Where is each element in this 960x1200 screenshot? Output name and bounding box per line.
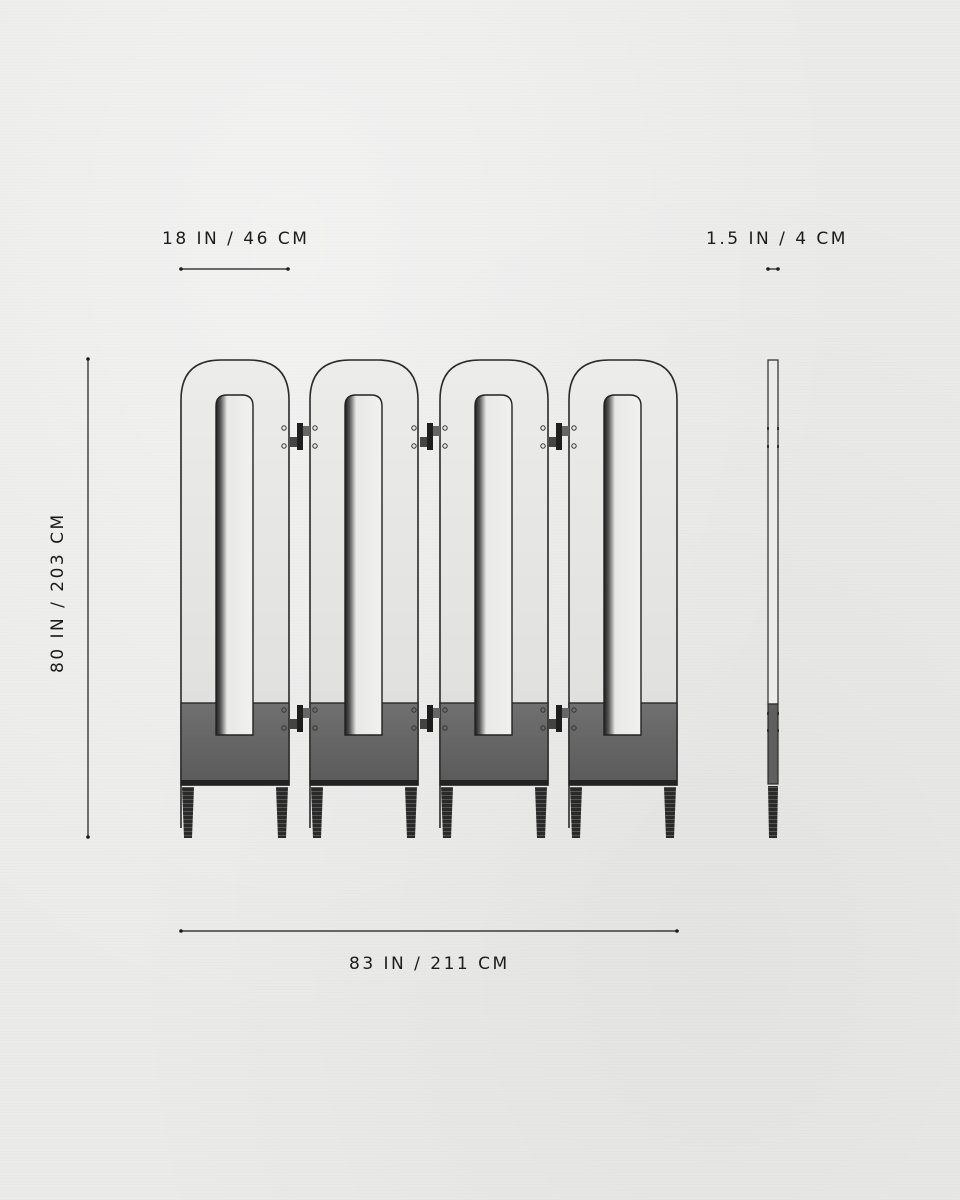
total-width-dimension-line <box>179 929 679 933</box>
screen-panel-3 <box>439 359 549 839</box>
panel-width-label: 18 IN / 46 CM <box>162 229 310 249</box>
screen-panel-1 <box>180 359 290 839</box>
screen-panel-2 <box>309 359 419 839</box>
height-dimension-line <box>86 357 90 839</box>
depth-dimension-line <box>766 267 780 271</box>
screen-panel-4 <box>568 359 678 839</box>
side-view <box>767 359 779 838</box>
total-width-label: 83 IN / 211 CM <box>349 954 510 974</box>
panel-width-dimension-line <box>179 267 290 271</box>
depth-label: 1.5 IN / 4 CM <box>706 229 848 249</box>
front-view <box>180 359 678 839</box>
